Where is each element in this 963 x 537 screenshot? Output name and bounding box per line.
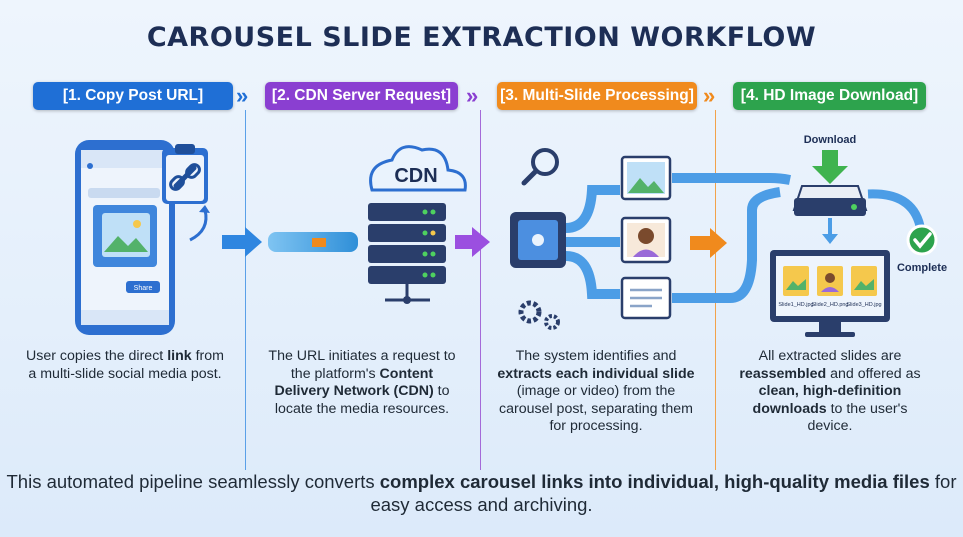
step-tag-processing: [3. Multi-Slide Processing] [497,82,697,110]
checkmark-icon [906,224,938,256]
column-divider [245,110,246,470]
cloud-icon: CDN [369,145,467,192]
file-thumbnail: Slide3_HD.jpg [846,266,882,308]
flow-arrow-icon [690,228,727,258]
flow-arrow-icon [222,227,262,257]
gear-icon [518,300,560,330]
person-icon [620,216,672,264]
download-label: Download [804,134,857,146]
chevron-right-icon: » [236,83,249,108]
download-arrow-icon [812,150,848,184]
file-thumbnail: Slide2_HD.png [812,266,849,308]
cdn-label: CDN [394,165,437,187]
file-thumbnail: Slide1_HD.jpg [778,266,814,308]
step-tag-hd-download: [4. HD Image Download] [733,82,926,110]
phone-illustration: Share [75,140,175,335]
step-tag-cdn-request: [2. CDN Server Request] [265,82,458,110]
file-name: Slide3_HD.jpg [846,302,881,308]
step1-description: User copies the direct link from a multi… [26,348,224,382]
chevron-right-icon: » [466,83,479,108]
chevron-right-icon: » [703,83,716,108]
image-icon [620,155,672,201]
column-divider [715,110,716,470]
summary-footer: This automated pipeline seamlessly conve… [6,471,957,515]
complete-label: Complete [897,262,947,274]
workflow-illustration: Share CDN [75,134,947,337]
page-title: CAROUSEL SLIDE EXTRACTION WORKFLOW [146,22,817,53]
step3-description: The system identifies and extracts each … [497,348,695,434]
flow-arrow-icon [455,227,490,257]
share-label: Share [134,285,153,292]
step-tag-copy-url: [1. Copy Post URL] [33,82,233,110]
file-name: Slide2_HD.png [812,302,849,308]
chip-icon [510,212,566,268]
magnifier-icon [521,148,559,186]
drive-icon [792,185,868,216]
step2-description: The URL initiates a request to the platf… [268,348,456,417]
document-icon [620,276,672,320]
file-name: Slide1_HD.jpg [778,302,813,308]
step4-description: All extracted slides are reassembled and… [739,348,921,434]
column-divider [480,110,481,470]
clipboard-link-icon [162,144,210,242]
server-rack-icon [368,203,446,304]
